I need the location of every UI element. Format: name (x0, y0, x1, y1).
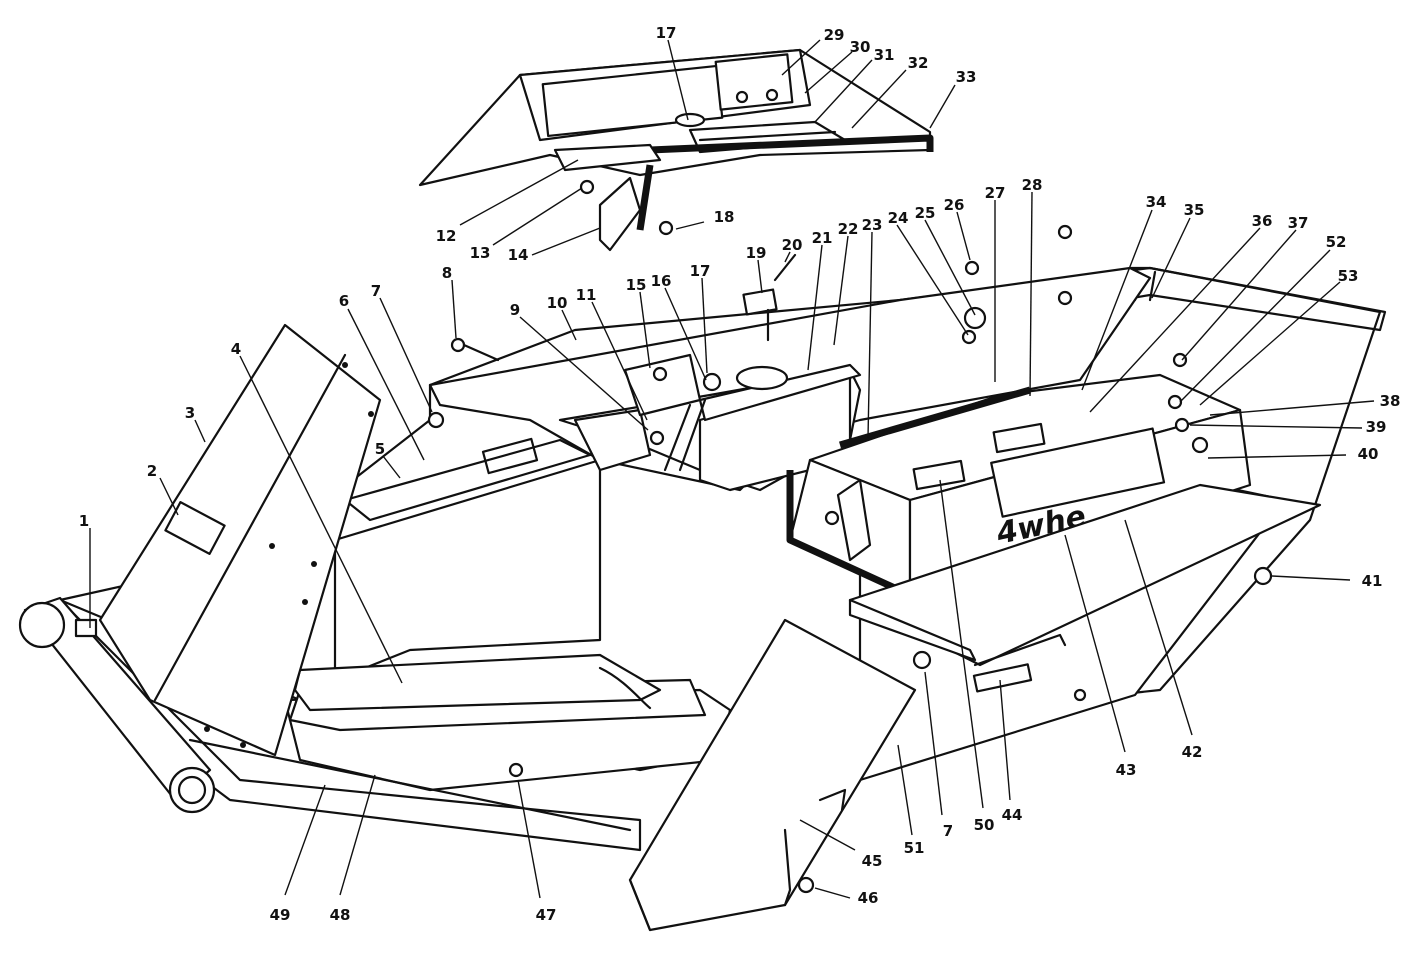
callout-1: 1 (79, 512, 89, 530)
callout-6: 6 (339, 292, 349, 310)
callout-43: 43 (1116, 761, 1137, 779)
callout-26: 26 (944, 196, 965, 214)
callout-32: 32 (908, 54, 929, 72)
callout-9: 9 (510, 301, 520, 319)
callout-23: 23 (862, 216, 883, 234)
right-floorboard (848, 483, 1322, 702)
callout-52: 52 (1326, 233, 1347, 251)
callout-17b: 17 (690, 262, 711, 280)
callout-7: 7 (371, 282, 381, 300)
callout-20: 20 (782, 236, 803, 254)
dash-console (418, 48, 934, 252)
callout-35: 35 (1184, 201, 1205, 219)
callout-46: 46 (858, 889, 879, 907)
callout-49: 49 (270, 906, 291, 924)
callout-21: 21 (812, 229, 833, 247)
callout-17a: 17 (656, 24, 677, 42)
callout-36: 36 (1252, 212, 1273, 230)
callout-33: 33 (956, 68, 977, 86)
callout-25: 25 (915, 204, 936, 222)
callout-18: 18 (714, 208, 735, 226)
callout-15: 15 (626, 276, 647, 294)
callout-40: 40 (1358, 445, 1379, 463)
callout-7b: 7 (943, 822, 953, 840)
small-parts (427, 224, 1273, 894)
callout-24: 24 (888, 209, 909, 227)
seat-box: 4whe (786, 373, 1252, 599)
callout-30: 30 (850, 38, 871, 56)
callout-28: 28 (1022, 176, 1043, 194)
callout-45: 45 (862, 852, 883, 870)
callout-2: 2 (147, 462, 157, 480)
callout-16: 16 (651, 272, 672, 290)
callout-14: 14 (508, 246, 529, 264)
callout-50: 50 (974, 816, 995, 834)
callout-3: 3 (185, 404, 195, 422)
callout-48: 48 (330, 906, 351, 924)
callout-51: 51 (904, 839, 925, 857)
callout-39: 39 (1366, 418, 1387, 436)
callout-47: 47 (536, 906, 557, 924)
left-fender-panel (98, 323, 382, 757)
callout-27: 27 (985, 184, 1006, 202)
callout-44: 44 (1002, 806, 1023, 824)
callout-13: 13 (470, 244, 491, 262)
callout-12: 12 (436, 227, 457, 245)
callouts: 1 2 3 4 5 6 7 8 9 10 11 12 13 14 15 16 1… (79, 24, 1401, 924)
callout-42: 42 (1182, 743, 1203, 761)
callout-8: 8 (442, 264, 452, 282)
front-roller (18, 596, 216, 814)
callout-37: 37 (1288, 214, 1309, 232)
callout-11: 11 (576, 286, 597, 304)
callout-5: 5 (375, 440, 385, 458)
callout-34: 34 (1146, 193, 1167, 211)
callout-10: 10 (547, 294, 568, 312)
callout-29: 29 (824, 26, 845, 44)
right-fender (628, 618, 932, 932)
callout-22: 22 (838, 220, 859, 238)
callout-38: 38 (1380, 392, 1401, 410)
callout-4: 4 (231, 340, 241, 358)
callout-41: 41 (1362, 572, 1383, 590)
callout-19: 19 (746, 244, 767, 262)
callout-53: 53 (1338, 267, 1359, 285)
callout-31: 31 (874, 46, 895, 64)
